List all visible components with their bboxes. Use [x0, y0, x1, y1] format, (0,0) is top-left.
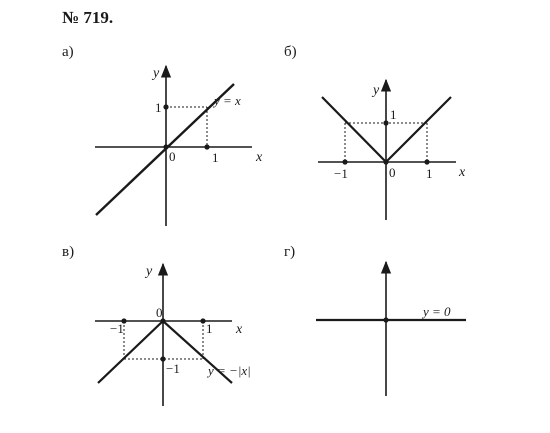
panel-c-tick-x1: 1	[206, 321, 213, 336]
panel-a-point-x1	[204, 144, 210, 150]
panel-d-formula: y = 0	[421, 304, 451, 319]
panel-a-graph-line	[95, 83, 235, 216]
panel-b-origin-point	[383, 159, 389, 165]
panel-b-origin-label: 0	[389, 165, 396, 180]
panel-c: в) y x 0 −1 1 −1 y = −|x|	[62, 244, 251, 406]
panel-c-x-label: x	[235, 322, 243, 337]
panel-c-point-x1	[200, 318, 206, 324]
panel-a-y-label: y	[151, 66, 160, 81]
panel-d-letter: г)	[284, 244, 295, 260]
panel-c-origin-label: 0	[156, 305, 163, 320]
panel-c-tick-xneg1: −1	[110, 321, 124, 336]
panel-b-point-x1	[424, 159, 430, 165]
panel-b-tick-x1: 1	[426, 166, 433, 181]
panel-d-origin-point	[383, 317, 389, 323]
panel-c-letter: в)	[62, 244, 74, 260]
panel-d: г) y = 0	[284, 244, 466, 396]
panel-b-y-label: y	[371, 83, 380, 98]
panel-c-y-label: y	[144, 264, 153, 279]
panel-a-letter: а)	[62, 44, 74, 60]
panel-c-tick-yneg1: −1	[166, 361, 180, 376]
panel-b-tick-xneg1: −1	[334, 166, 348, 181]
panel-c-point-xneg1	[121, 318, 127, 324]
panel-c-origin-point	[160, 318, 166, 324]
panel-c-formula: y = −|x|	[206, 363, 251, 378]
panel-a-origin-point	[163, 144, 169, 150]
panel-b-x-label: x	[458, 165, 466, 180]
panel-b-letter: б)	[284, 44, 297, 60]
panel-b: б) y x 1 −1 1 0	[284, 44, 466, 220]
panel-b-point-y1	[383, 120, 389, 126]
panel-a-tick-y1: 1	[155, 100, 162, 115]
panel-a-point-y1	[163, 104, 169, 110]
problem-number: № 719.	[62, 8, 114, 27]
panel-b-point-xneg1	[342, 159, 348, 165]
panel-a-formula: y = x	[212, 93, 241, 108]
panel-c-point-yneg1	[160, 356, 166, 362]
panel-a-origin-label: 0	[169, 149, 176, 164]
panel-a-x-label: x	[255, 150, 263, 165]
panel-b-tick-y1: 1	[390, 107, 397, 122]
panel-a-tick-x1: 1	[212, 150, 219, 165]
panel-a: а) y x 1 1 0 y = x	[62, 44, 263, 226]
